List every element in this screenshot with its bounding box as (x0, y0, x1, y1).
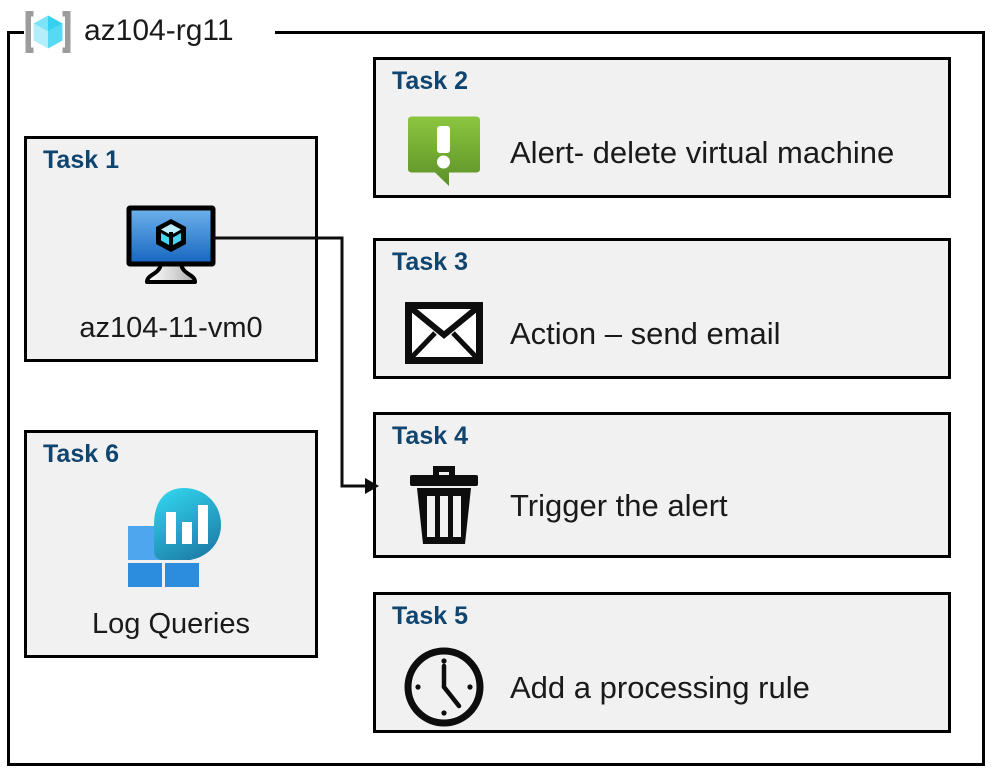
task-card-label: Trigger the alert (510, 487, 728, 523)
resource-group-cube-icon (25, 11, 71, 53)
task-card-title: Task 1 (43, 146, 119, 174)
trash-can-icon (402, 463, 486, 547)
envelope-icon (402, 291, 486, 375)
resource-group-header: az104-rg11 (22, 6, 234, 58)
task-card-title: Task 5 (392, 602, 468, 630)
alert-exclamation-bubble-icon (402, 110, 486, 194)
log-analytics-icon (27, 485, 315, 587)
task-card-title: Task 4 (392, 422, 468, 450)
task-card-title: Task 2 (392, 67, 468, 95)
task-card-task-4[interactable]: Task 4 Trigger the alert (373, 412, 951, 558)
task-card-caption: az104-11-vm0 (79, 312, 263, 344)
virtual-machine-icon (27, 195, 315, 295)
task-card-label: Alert- delete virtual machine (510, 134, 895, 170)
task-card-label: Action – send email (510, 315, 781, 351)
task-card-task-6[interactable]: Task 6 Log Queri (24, 430, 318, 658)
task-card-task-1[interactable]: Task 1 (24, 136, 318, 362)
resource-group-name: az104-rg11 (84, 13, 234, 47)
resource-group-border-top-left (7, 31, 24, 34)
task-card-task-2[interactable]: Task 2 Alert- delete virtual machine (373, 57, 951, 198)
task-card-title: Task 6 (43, 440, 119, 468)
task-card-label: Add a processing rule (510, 669, 810, 705)
task-card-task-3[interactable]: Task 3 Action – send email (373, 238, 951, 379)
resource-group-border-top-right (275, 31, 985, 34)
resource-group-boundary (7, 31, 985, 766)
task-card-task-5[interactable]: Task 5 Add a processing rule (373, 592, 951, 733)
clock-icon (402, 645, 486, 729)
task-card-title: Task 3 (392, 248, 468, 276)
task-card-caption: Log Queries (92, 608, 250, 640)
